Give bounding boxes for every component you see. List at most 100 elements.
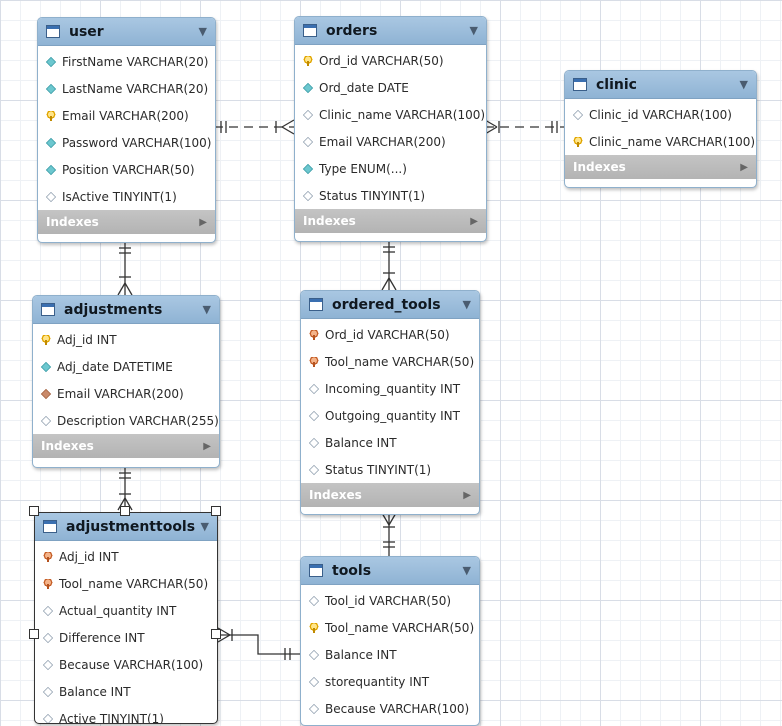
resize-handle[interactable]: [211, 506, 221, 516]
collapse-arrow-icon[interactable]: ▼: [462, 564, 471, 577]
column-row[interactable]: IsActive TINYINT(1): [38, 183, 215, 210]
collapse-arrow-icon[interactable]: ▼: [200, 520, 209, 533]
primary-key-icon: [573, 136, 583, 147]
column-row[interactable]: Actual_quantity INT: [35, 597, 217, 624]
column-row[interactable]: Because VARCHAR(100): [35, 651, 217, 678]
relationship-orders-ordered-tools[interactable]: [381, 240, 397, 291]
nullable-diamond-icon: [42, 686, 54, 697]
table-header[interactable]: adjustments ▼: [33, 296, 219, 324]
indexes-label: Indexes: [303, 214, 356, 228]
column-row[interactable]: Type ENUM(...): [295, 155, 486, 182]
table-user[interactable]: user ▼ FirstName VARCHAR(20) LastName VA…: [37, 17, 216, 243]
column-row[interactable]: Incoming_quantity INT: [301, 375, 479, 402]
indexes-section[interactable]: Indexes ▶: [301, 483, 479, 507]
table-adjustments[interactable]: adjustments ▼ Adj_id INT Adj_date DATETI…: [32, 295, 220, 468]
column-label: Status TINYINT(1): [325, 462, 432, 477]
relationship-user-adjustments[interactable]: [117, 241, 133, 296]
resize-handle[interactable]: [29, 629, 39, 639]
relationship-user-orders[interactable]: [214, 119, 295, 135]
nullable-diamond-icon: [308, 703, 320, 714]
column-label: Email VARCHAR(200): [62, 108, 189, 123]
column-label: Balance INT: [325, 435, 397, 450]
indexes-section[interactable]: Indexes▶: [33, 434, 219, 458]
table-tools[interactable]: tools ▼ Tool_id VARCHAR(50) Tool_name VA…: [300, 556, 480, 726]
collapse-arrow-icon[interactable]: ▼: [202, 303, 211, 316]
resize-handle[interactable]: [120, 506, 130, 516]
column-row[interactable]: storequantity INT: [301, 668, 479, 695]
column-row[interactable]: Email VARCHAR(200): [295, 128, 486, 155]
relationship-orders-clinic[interactable]: [484, 119, 564, 135]
column-row[interactable]: Balance INT: [301, 429, 479, 456]
column-row[interactable]: Because VARCHAR(100): [301, 695, 479, 722]
column-row[interactable]: Status TINYINT(1): [295, 182, 486, 209]
table-header[interactable]: clinic ▼: [565, 71, 756, 99]
primary-key-icon: [309, 622, 319, 633]
collapse-arrow-icon[interactable]: ▼: [469, 24, 478, 37]
column-row[interactable]: FirstName VARCHAR(20): [38, 48, 215, 75]
column-row[interactable]: Ord_date DATE: [295, 74, 486, 101]
column-row[interactable]: Tool_name VARCHAR(50): [35, 570, 217, 597]
column-label: Clinic_name VARCHAR(100): [589, 134, 756, 149]
column-row[interactable]: Status TINYINT(1): [301, 456, 479, 483]
column-label: Because VARCHAR(100): [325, 701, 470, 716]
column-label: Tool_name VARCHAR(50): [325, 620, 475, 635]
column-row[interactable]: Clinic_name VARCHAR(100): [295, 101, 486, 128]
resize-handle[interactable]: [29, 506, 39, 516]
table-header[interactable]: ordered_tools ▼: [301, 291, 479, 319]
table-icon: [309, 564, 323, 577]
resize-handle[interactable]: [211, 629, 221, 639]
column-row[interactable]: Email VARCHAR(200): [38, 102, 215, 129]
foreign-primary-key-icon: [43, 578, 53, 589]
column-label: Type ENUM(...): [319, 161, 407, 176]
column-row[interactable]: Clinic_name VARCHAR(100): [565, 128, 756, 155]
column-row[interactable]: Password VARCHAR(100): [38, 129, 215, 156]
relationship-adjustmenttools-tools[interactable]: [217, 627, 300, 660]
expand-arrow-icon[interactable]: ▶: [740, 161, 748, 173]
column-label: Balance INT: [59, 684, 131, 699]
expand-arrow-icon[interactable]: ▶: [463, 489, 471, 501]
relationship-ordered-tools-tools[interactable]: [381, 512, 397, 556]
column-row[interactable]: Adj_id INT: [35, 543, 217, 570]
table-header[interactable]: tools ▼: [301, 557, 479, 585]
table-clinic[interactable]: clinic ▼ Clinic_id VARCHAR(100) Clinic_n…: [564, 70, 757, 188]
column-row[interactable]: Clinic_id VARCHAR(100): [565, 101, 756, 128]
column-row[interactable]: Tool_id VARCHAR(50): [301, 587, 479, 614]
index-diamond-icon: [45, 137, 57, 148]
nullable-diamond-icon: [42, 659, 54, 670]
column-row[interactable]: Email VARCHAR(200): [33, 380, 219, 407]
column-row[interactable]: Difference INT: [35, 624, 217, 651]
collapse-arrow-icon[interactable]: ▼: [739, 78, 748, 91]
table-header[interactable]: adjustmenttools ▼: [35, 513, 217, 541]
indexes-label: Indexes: [309, 488, 362, 502]
column-label: Tool_name VARCHAR(50): [59, 576, 209, 591]
indexes-section[interactable]: Indexes▶: [565, 155, 756, 179]
indexes-section[interactable]: Indexes▶: [38, 210, 215, 234]
table-header[interactable]: orders ▼: [295, 17, 486, 45]
expand-arrow-icon[interactable]: ▶: [203, 440, 211, 452]
column-label: Difference INT: [59, 630, 145, 645]
table-header[interactable]: user ▼: [38, 18, 215, 46]
collapse-arrow-icon[interactable]: ▼: [462, 298, 471, 311]
column-row[interactable]: Position VARCHAR(50): [38, 156, 215, 183]
column-row[interactable]: Tool_name VARCHAR(50): [301, 614, 479, 641]
indexes-section[interactable]: Indexes ▶: [295, 209, 486, 233]
table-ordered-tools[interactable]: ordered_tools ▼ Ord_id VARCHAR(50) Tool_…: [300, 290, 480, 515]
expand-arrow-icon[interactable]: ▶: [470, 215, 478, 227]
table-orders[interactable]: orders ▼ Ord_id VARCHAR(50) Ord_date DAT…: [294, 16, 487, 242]
relationship-adjustments-adjustmenttools[interactable]: [117, 466, 133, 511]
table-adjustmenttools[interactable]: adjustmenttools ▼ Adj_id INT Tool_name V…: [34, 512, 218, 724]
column-row[interactable]: Ord_id VARCHAR(50): [295, 47, 486, 74]
column-row[interactable]: Description VARCHAR(255): [33, 407, 219, 434]
column-row[interactable]: Tool_name VARCHAR(50): [301, 348, 479, 375]
expand-arrow-icon[interactable]: ▶: [199, 216, 207, 228]
collapse-arrow-icon[interactable]: ▼: [198, 25, 207, 38]
column-row[interactable]: Balance INT: [35, 678, 217, 705]
column-row[interactable]: Balance INT: [301, 641, 479, 668]
column-row[interactable]: Ord_id VARCHAR(50): [301, 321, 479, 348]
column-row[interactable]: Adj_id INT: [33, 326, 219, 353]
column-row[interactable]: Adj_date DATETIME: [33, 353, 219, 380]
column-row[interactable]: Outgoing_quantity INT: [301, 402, 479, 429]
column-row[interactable]: LastName VARCHAR(20): [38, 75, 215, 102]
table-name: user: [69, 23, 104, 40]
